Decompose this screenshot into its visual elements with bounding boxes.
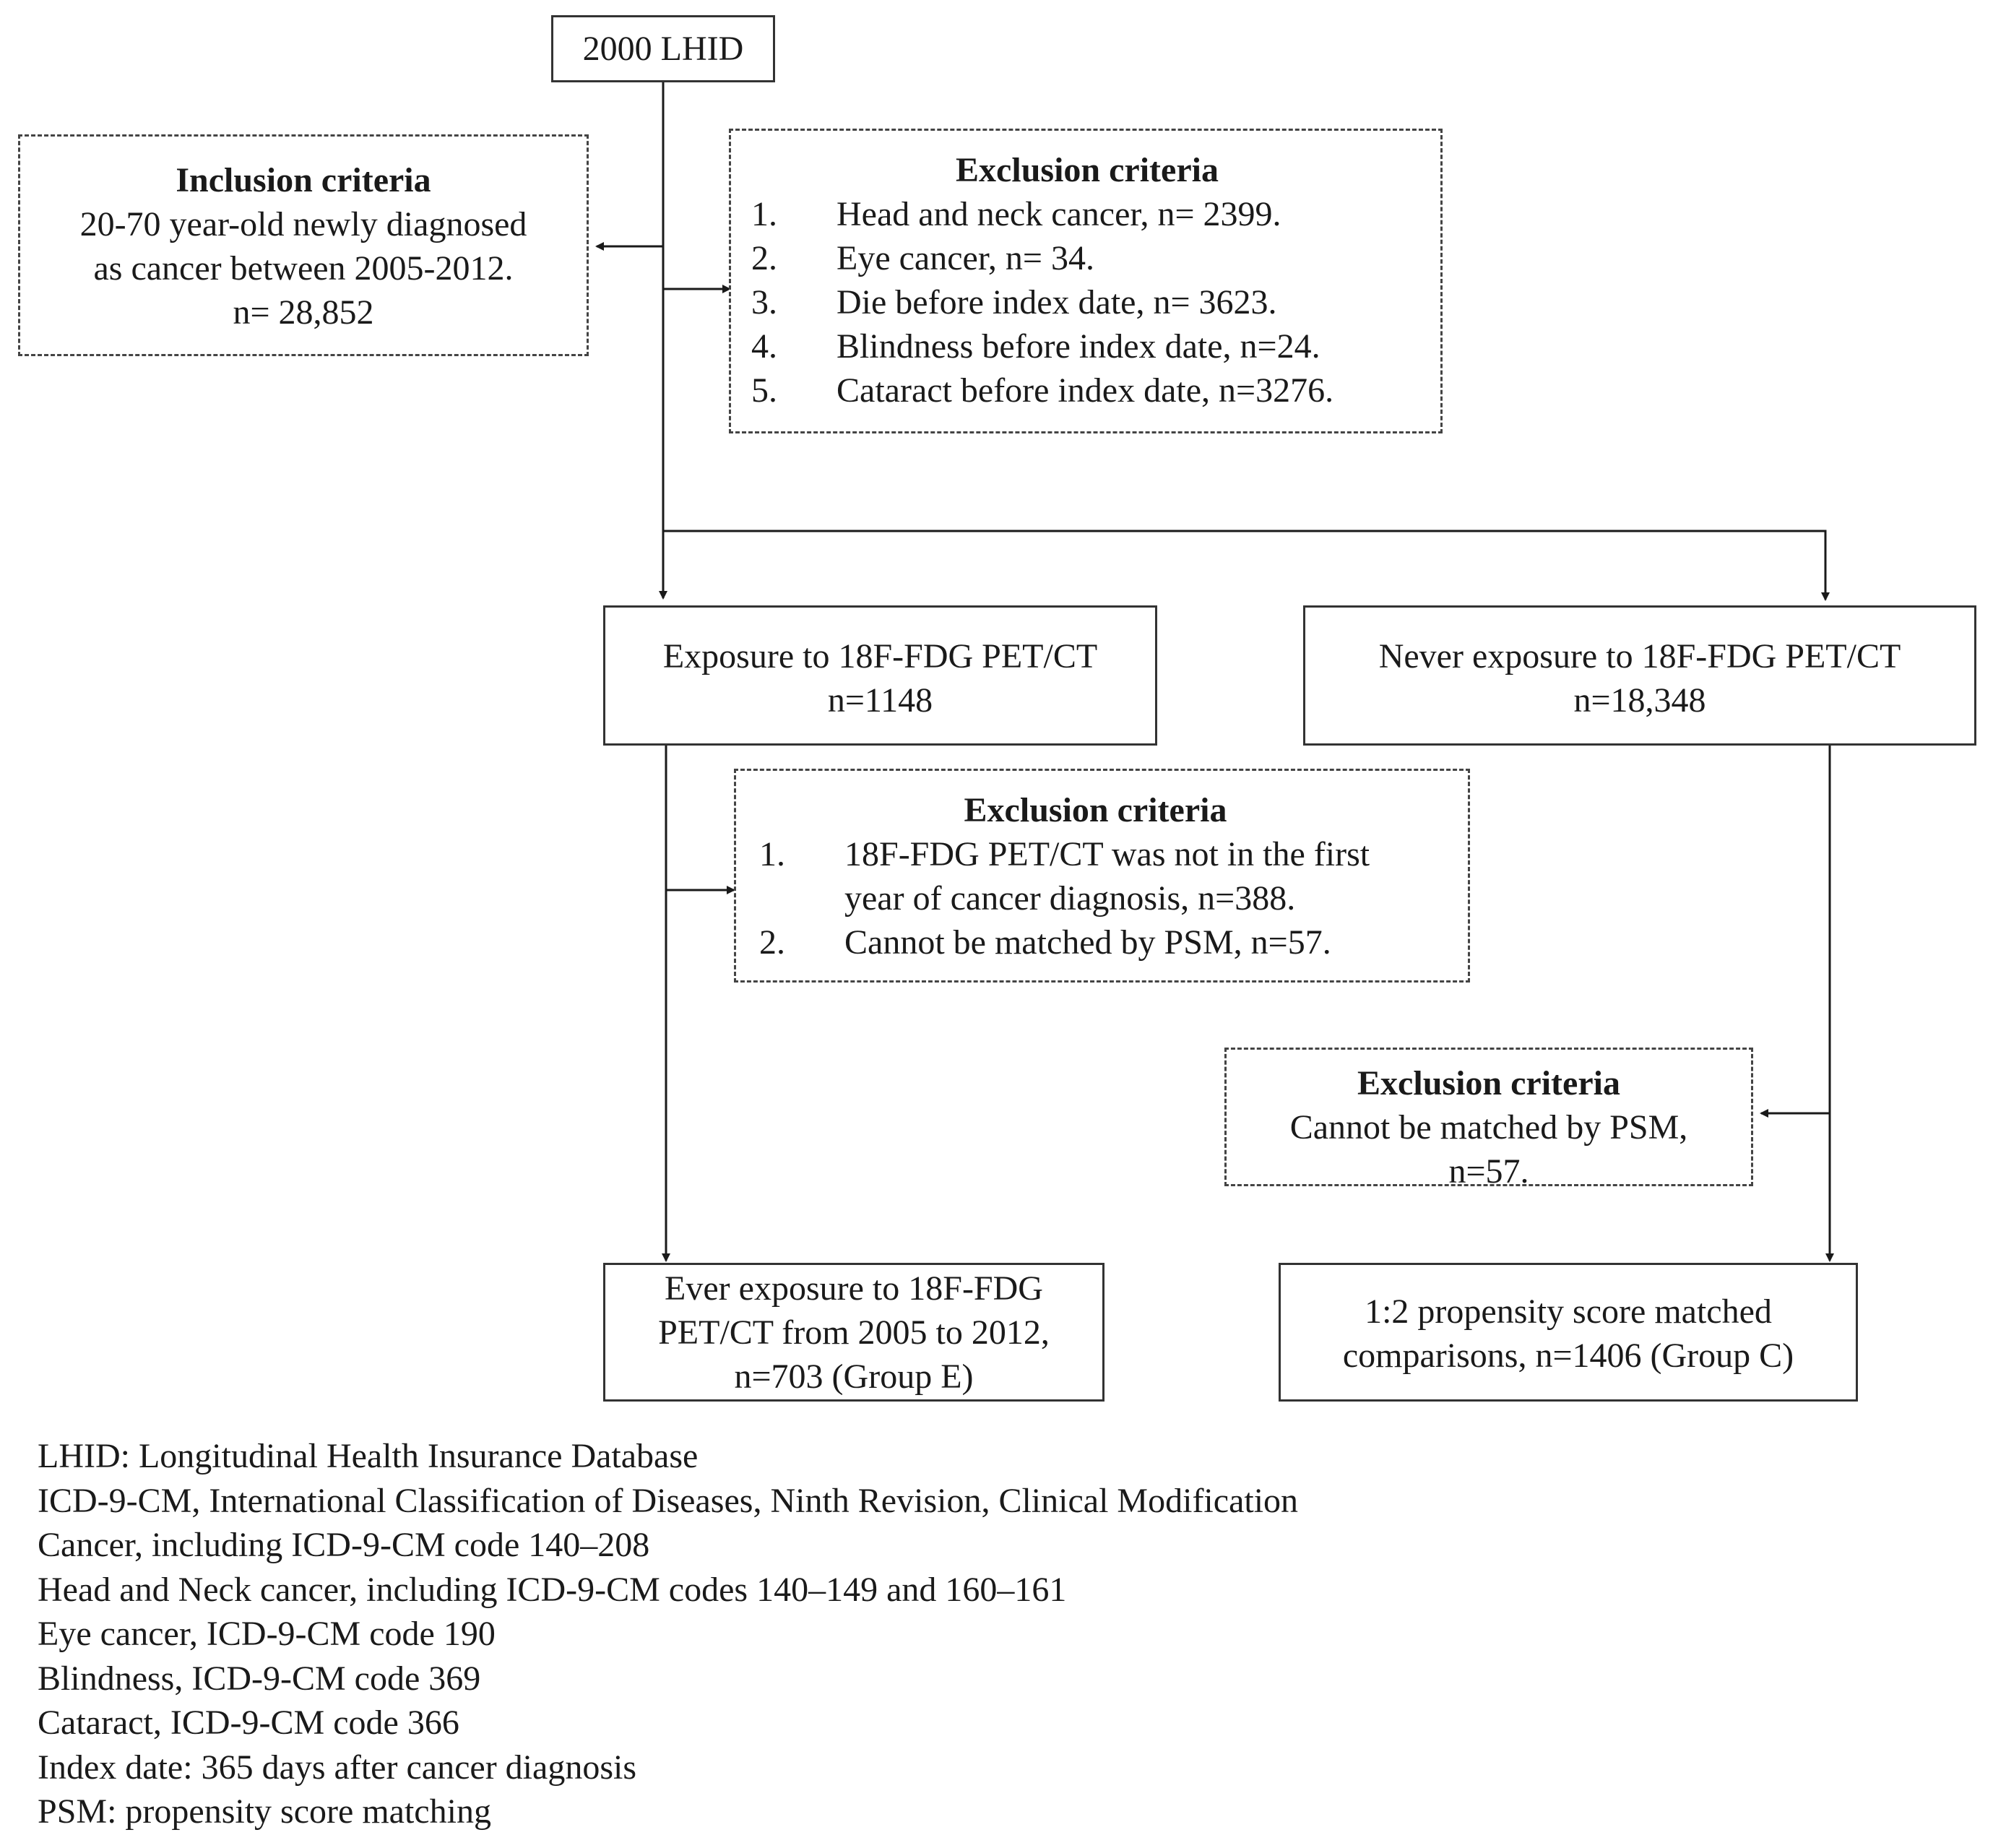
list-item: 3. Die before index date, n= 3623.	[751, 280, 1423, 324]
list-item: 2. Eye cancer, n= 34.	[751, 236, 1423, 280]
item-number: 5.	[751, 371, 777, 410]
never-exposure-count: n=18,348	[1573, 681, 1706, 720]
list-item: 4. Blindness before index date, n=24.	[751, 324, 1423, 368]
group-c-box: 1:2 propensity score matched comparisons…	[1279, 1263, 1858, 1402]
legend-line: Blindness, ICD-9-CM code 369	[38, 1659, 481, 1698]
item-number: 1.	[751, 195, 777, 233]
item-text: Eye cancer, n= 34.	[836, 239, 1094, 277]
group-e-line-2: PET/CT from 2005 to 2012,	[658, 1313, 1050, 1352]
legend-line: PSM: propensity score matching	[38, 1792, 491, 1831]
item-text: Die before index date, n= 3623.	[836, 283, 1277, 321]
exclusion-criteria-box-3: Exclusion criteria Cannot be matched by …	[1224, 1048, 1753, 1191]
exclusion-1-list: 1. Head and neck cancer, n= 2399. 2. Eye c…	[751, 192, 1423, 413]
legend-line: Cancer, including ICD-9-CM code 140–208	[38, 1526, 650, 1564]
item-number: 4.	[751, 327, 777, 366]
source-box: 2000 LHID	[551, 15, 775, 82]
item-text: Cataract before index date, n=3276.	[836, 371, 1334, 410]
group-e-line-3: n=703 (Group E)	[734, 1357, 974, 1396]
group-e-line-1: Ever exposure to 18F-FDG	[665, 1269, 1043, 1308]
exposure-count: n=1148	[827, 681, 933, 720]
inclusion-title: Inclusion criteria	[176, 161, 431, 199]
legend-line: Cataract, ICD-9-CM code 366	[38, 1704, 459, 1742]
legend-line: Head and Neck cancer, including ICD-9-CM…	[38, 1570, 1067, 1609]
item-number: 1.	[759, 835, 785, 873]
legend-line: Eye cancer, ICD-9-CM code 190	[38, 1615, 496, 1653]
exclusion-2-list: 1. 18F-FDG PET/CT was not in the first ye…	[759, 832, 1432, 964]
item-text: Blindness before index date, n=24.	[836, 327, 1320, 366]
item-number: 2.	[751, 239, 777, 277]
exclusion-3-title: Exclusion criteria	[1357, 1064, 1620, 1102]
item-text: Head and neck cancer, n= 2399.	[836, 195, 1281, 233]
group-c-line-1: 1:2 propensity score matched	[1365, 1292, 1772, 1331]
item-text: Cannot be matched by PSM, n=57.	[844, 923, 1331, 962]
item-text: 18F-FDG PET/CT was not in the first year…	[844, 835, 1370, 917]
inclusion-line-1: 20-70 year-old newly diagnosed	[79, 205, 527, 243]
branch-to-never-exposure	[663, 530, 1830, 601]
list-item: 1. Head and neck cancer, n= 2399.	[751, 192, 1423, 236]
item-number: 3.	[751, 283, 777, 321]
source-label: 2000 LHID	[582, 30, 744, 68]
exposure-box: Exposure to 18F-FDG PET/CT n=1148	[603, 605, 1157, 746]
exclusion-criteria-box-1: Exclusion criteria 1. Head and neck cance…	[729, 129, 1443, 433]
inclusion-line-2: as cancer between 2005-2012.	[93, 249, 514, 288]
never-exposure-label: Never exposure to 18F-FDG PET/CT	[1378, 637, 1901, 675]
inclusion-criteria-box: Inclusion criteria 20-70 year-old newly …	[18, 134, 589, 356]
group-c-line-2: comparisons, n=1406 (Group C)	[1342, 1337, 1794, 1375]
group-e-box: Ever exposure to 18F-FDG PET/CT from 200…	[603, 1263, 1104, 1402]
exclusion-3-line-1: Cannot be matched by PSM,	[1289, 1108, 1688, 1147]
list-item: 1. 18F-FDG PET/CT was not in the first ye…	[759, 832, 1432, 920]
exposure-label: Exposure to 18F-FDG PET/CT	[662, 637, 1098, 675]
legend-line: ICD-9-CM, International Classification o…	[38, 1481, 1299, 1520]
legend-line: Index date: 365 days after cancer diagno…	[38, 1748, 637, 1787]
legend-line: LHID: Longitudinal Health Insurance Data…	[38, 1437, 699, 1475]
abbreviation-legend: LHID: Longitudinal Health Insurance Data…	[38, 1434, 1298, 1834]
list-item: 5. Cataract before index date, n=3276.	[751, 368, 1423, 413]
exclusion-2-title: Exclusion criteria	[964, 791, 1227, 829]
never-exposure-box: Never exposure to 18F-FDG PET/CT n=18,34…	[1303, 605, 1976, 746]
exclusion-3-line-2: n=57.	[1448, 1152, 1529, 1191]
exclusion-1-title: Exclusion criteria	[956, 151, 1219, 189]
list-item: 2. Cannot be matched by PSM, n=57.	[759, 920, 1432, 964]
inclusion-count: n= 28,852	[233, 293, 374, 332]
exclusion-criteria-box-2: Exclusion criteria 1. 18F-FDG PET/CT was …	[734, 769, 1470, 983]
item-number: 2.	[759, 923, 785, 962]
